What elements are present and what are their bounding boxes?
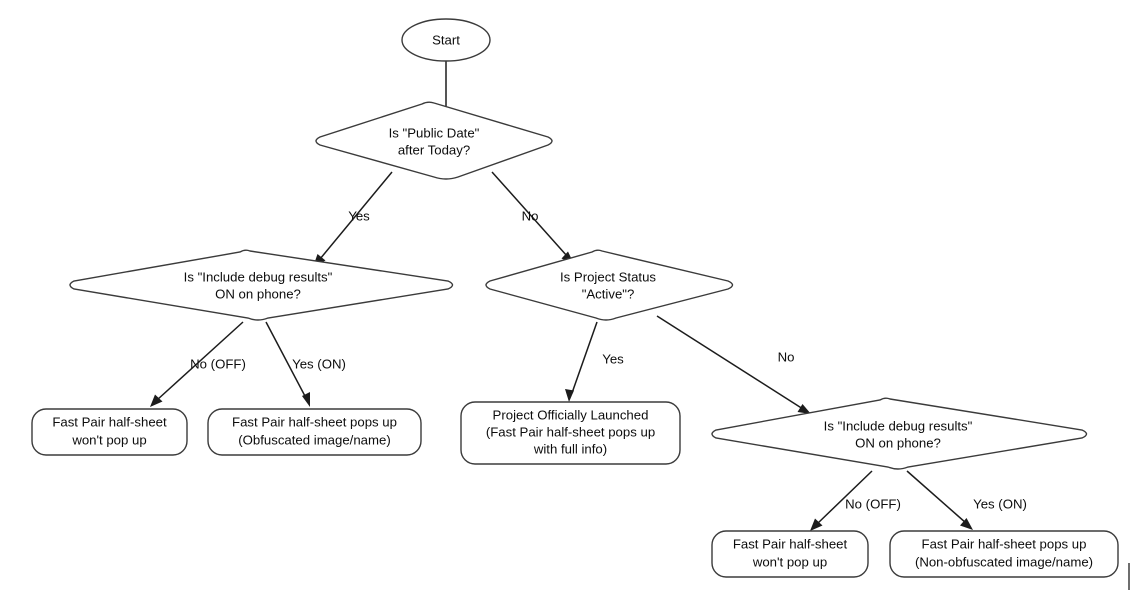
node-outcome-left-off-line-0: Fast Pair half-sheet — [52, 414, 167, 429]
node-outcome-launched-line-0: Project Officially Launched — [493, 407, 649, 422]
edge-label-public-date-yes: Yes — [348, 208, 370, 223]
node-decision-project-status-line-1: "Active"? — [582, 286, 635, 301]
edge-label-debug-right-on: Yes (ON) — [973, 496, 1027, 511]
edge-project-status-yes: Yes — [565, 321, 624, 402]
edge-debug-left-on: Yes (ON) — [265, 321, 346, 407]
edge-public-date-yes: Yes — [313, 171, 393, 267]
edge-label-project-status-no: No — [778, 349, 795, 364]
node-outcome-launched-line-2: with full info) — [533, 441, 607, 456]
edge-debug-right-off: No (OFF) — [810, 470, 901, 531]
node-decision-debug-right[interactable]: Is "Include debug results" ON on phone? — [711, 397, 1088, 470]
edge-label-debug-right-off: No (OFF) — [845, 496, 901, 511]
node-outcome-right-on[interactable]: Fast Pair half-sheet pops up (Non-obfusc… — [889, 530, 1119, 578]
edge-debug-right-on: Yes (ON) — [906, 470, 1027, 530]
node-outcome-launched-line-1: (Fast Pair half-sheet pops up — [486, 424, 655, 439]
node-outcome-right-off-line-1: won't pop up — [752, 554, 827, 569]
edge-label-project-status-yes: Yes — [602, 351, 624, 366]
node-decision-debug-right-line-1: ON on phone? — [855, 435, 941, 450]
edge-project-status-no: No — [656, 315, 811, 414]
edge-label-debug-left-on: Yes (ON) — [292, 356, 346, 371]
node-decision-debug-left-line-1: ON on phone? — [215, 286, 301, 301]
node-outcome-right-on-line-0: Fast Pair half-sheet pops up — [922, 536, 1087, 551]
node-start-line-0: Start — [432, 32, 460, 47]
node-decision-debug-right-line-0: Is "Include debug results" — [824, 418, 973, 433]
node-decision-public-date[interactable]: Is "Public Date" after Today? — [315, 101, 553, 180]
node-outcome-left-on-line-0: Fast Pair half-sheet pops up — [232, 414, 397, 429]
node-outcome-launched[interactable]: Project Officially Launched (Fast Pair h… — [460, 401, 681, 465]
node-outcome-right-off-line-0: Fast Pair half-sheet — [733, 536, 848, 551]
edge-label-debug-left-off: No (OFF) — [190, 356, 246, 371]
node-decision-project-status-line-0: Is Project Status — [560, 269, 656, 284]
node-outcome-left-on-line-1: (Obfuscated image/name) — [238, 432, 390, 447]
node-outcome-left-off[interactable]: Fast Pair half-sheet won't pop up — [31, 408, 188, 456]
node-decision-public-date-line-0: Is "Public Date" — [389, 125, 480, 140]
node-outcome-right-off[interactable]: Fast Pair half-sheet won't pop up — [711, 530, 869, 578]
node-decision-debug-left[interactable]: Is "Include debug results" ON on phone? — [69, 249, 454, 321]
node-outcome-left-on[interactable]: Fast Pair half-sheet pops up (Obfuscated… — [207, 408, 422, 456]
node-decision-public-date-line-1: after Today? — [398, 142, 470, 157]
node-start[interactable]: Start — [401, 18, 491, 62]
node-decision-debug-left-line-0: Is "Include debug results" — [184, 269, 333, 284]
edge-public-date-no: No — [491, 171, 574, 264]
node-outcome-right-on-line-1: (Non-obfuscated image/name) — [915, 554, 1093, 569]
node-outcome-left-off-line-1: won't pop up — [71, 432, 146, 447]
edge-label-public-date-no: No — [522, 208, 539, 223]
node-decision-project-status[interactable]: Is Project Status "Active"? — [485, 249, 734, 321]
edge-debug-left-off: No (OFF) — [150, 321, 246, 407]
